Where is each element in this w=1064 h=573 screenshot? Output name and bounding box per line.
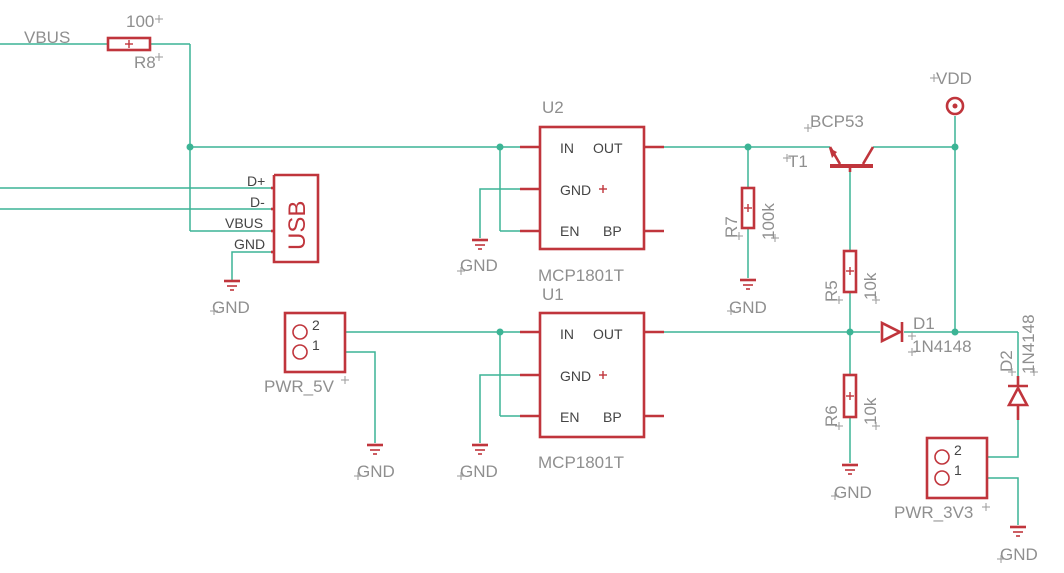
u2-pin-out: OUT bbox=[593, 140, 623, 156]
junction-dot bbox=[951, 328, 959, 336]
gnd-symbol bbox=[472, 443, 488, 455]
usb-pin-d-plus: D+ bbox=[247, 173, 265, 189]
vbus-net-label: VBUS bbox=[24, 28, 70, 47]
r7-value: 100k bbox=[759, 203, 778, 240]
gnd-label-usb: GND bbox=[212, 298, 250, 317]
u1-pin-out: OUT bbox=[593, 326, 623, 342]
junctions bbox=[186, 143, 959, 336]
resistor-r7 bbox=[740, 186, 756, 230]
gnd-symbol bbox=[740, 278, 756, 290]
u1-pin-bp: BP bbox=[603, 409, 622, 425]
gnd-symbol bbox=[472, 238, 488, 250]
u2-pin-gnd: GND bbox=[560, 182, 591, 198]
u2-pin-bp: BP bbox=[603, 223, 622, 239]
connector-pwr3v3 bbox=[925, 436, 989, 500]
gnd-label-u1: GND bbox=[460, 462, 498, 481]
u1-pin-in: IN bbox=[560, 326, 574, 342]
u1-pin-gnd: GND bbox=[560, 368, 591, 384]
u2-ref: U2 bbox=[542, 98, 564, 117]
transistor-t1 bbox=[828, 146, 875, 172]
junction-dot bbox=[744, 143, 752, 151]
u2-pin-in: IN bbox=[560, 140, 574, 156]
junction-dot bbox=[846, 328, 854, 336]
usb-connector bbox=[271, 173, 320, 264]
gnd-label-r6: GND bbox=[834, 483, 872, 502]
wire-pwr5v-gnd bbox=[345, 351, 376, 443]
u2-pin-en: EN bbox=[560, 223, 579, 239]
r6-value: 10k bbox=[861, 397, 880, 425]
wire-pwr3v3-gnd bbox=[987, 477, 1019, 525]
pwr5v-ref: PWR_5V bbox=[264, 377, 335, 396]
u1-part: MCP1801T bbox=[538, 453, 624, 472]
r7-ref: R7 bbox=[722, 216, 741, 238]
resistor-r6 bbox=[842, 373, 858, 419]
r6-ref: R6 bbox=[822, 405, 841, 427]
t1-part: BCP53 bbox=[810, 112, 864, 131]
pwr5v-pin2: 2 bbox=[312, 317, 320, 333]
d1-part: 1N4148 bbox=[912, 337, 972, 356]
vdd-symbol bbox=[945, 96, 965, 116]
pwr3v3-ref: PWR_3V3 bbox=[894, 503, 973, 522]
vdd-net-label: VDD bbox=[936, 69, 972, 88]
origin-marks bbox=[155, 15, 1038, 563]
t1-ref: T1 bbox=[788, 152, 808, 171]
gnd-symbol bbox=[842, 463, 858, 475]
gnd-symbols bbox=[224, 238, 1026, 537]
resistor-r8 bbox=[106, 36, 152, 52]
d2-ref: D2 bbox=[997, 350, 1016, 372]
regulator-u1 bbox=[520, 311, 664, 439]
gnd-label-r7: GND bbox=[729, 298, 767, 317]
junction-dot bbox=[951, 143, 959, 151]
junction-dot bbox=[186, 143, 194, 151]
u2-part: MCP1801T bbox=[538, 266, 624, 285]
usb-pin-gnd: GND bbox=[234, 236, 265, 252]
gnd-label-u2: GND bbox=[460, 256, 498, 275]
pwr3v3-pin1: 1 bbox=[954, 462, 962, 478]
pwr3v3-pin2: 2 bbox=[954, 442, 962, 458]
u1-ref: U1 bbox=[542, 285, 564, 304]
d1-ref: D1 bbox=[913, 314, 935, 333]
junction-dot bbox=[496, 328, 504, 336]
wire-u1-gnd bbox=[479, 374, 540, 443]
gnd-symbol bbox=[367, 443, 383, 455]
usb-pin-vbus: VBUS bbox=[225, 215, 263, 231]
wire-d2-pwr3v3 bbox=[987, 420, 1019, 458]
diode-d2 bbox=[1006, 376, 1030, 420]
r8-ref: R8 bbox=[134, 53, 156, 72]
connector-pwr5v bbox=[283, 311, 347, 374]
diode-d1 bbox=[880, 320, 904, 344]
gnd-label-pwr5v: GND bbox=[357, 462, 395, 481]
regulator-u2 bbox=[520, 125, 664, 251]
gnd-symbol bbox=[224, 279, 240, 291]
gnd-symbol bbox=[1010, 525, 1026, 537]
junction-dot bbox=[496, 143, 504, 151]
usb-label: USB bbox=[284, 201, 311, 250]
pwr5v-pin1: 1 bbox=[312, 337, 320, 353]
u1-pin-en: EN bbox=[560, 409, 579, 425]
wire-usb-gnd bbox=[231, 251, 271, 280]
resistor-r5 bbox=[842, 249, 858, 294]
d2-part: 1N4148 bbox=[1019, 314, 1038, 374]
r8-value: 100 bbox=[126, 12, 154, 31]
gnd-label-pwr3v3: GND bbox=[1000, 545, 1038, 564]
usb-pin-d-minus: D- bbox=[250, 194, 265, 210]
r5-value: 10k bbox=[861, 272, 880, 300]
r5-ref: R5 bbox=[822, 280, 841, 302]
